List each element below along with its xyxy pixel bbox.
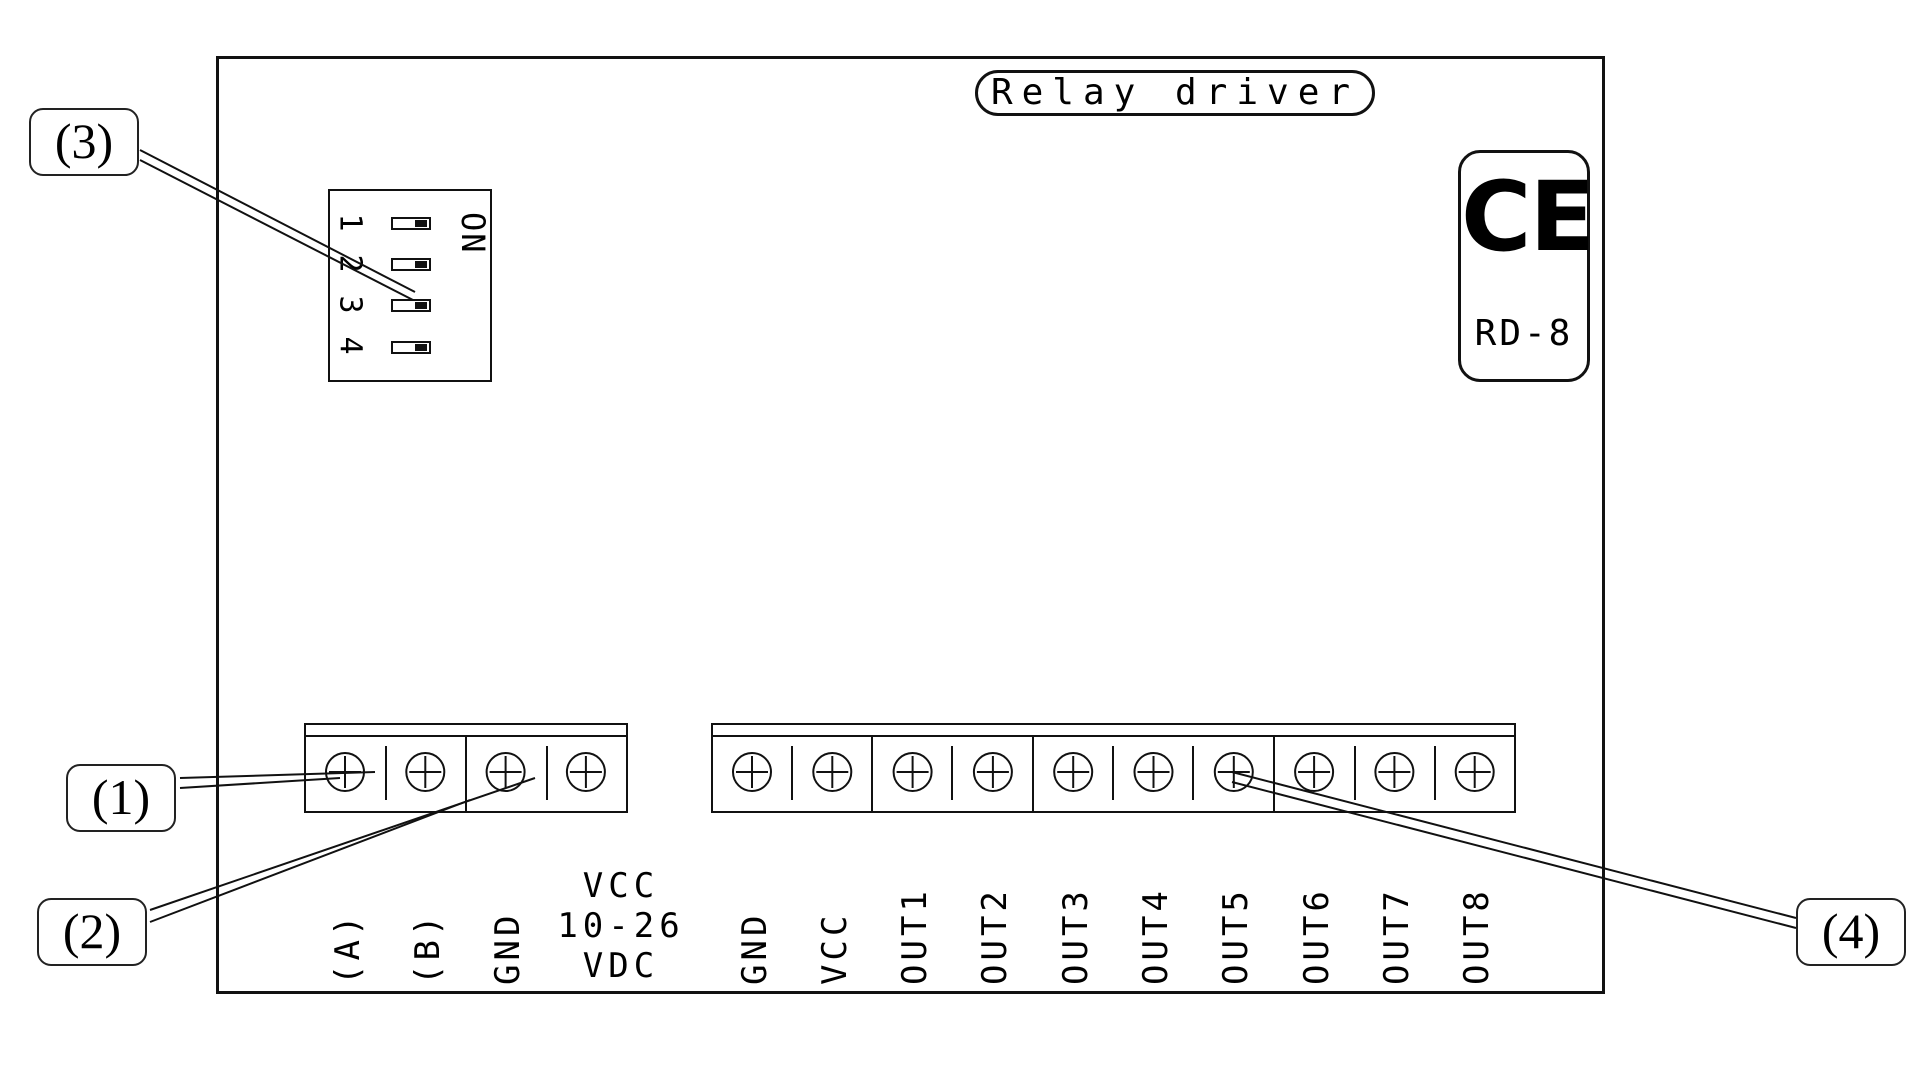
terminal-label-out4: OUT4: [1136, 887, 1176, 985]
terminal-label-out6: OUT6: [1297, 887, 1337, 985]
right-terminal-screw-9-icon: [1374, 752, 1415, 792]
terminal-label-b: (B): [408, 911, 448, 985]
callout-2: (2): [37, 898, 147, 966]
dip-switch-2: [391, 258, 431, 271]
callout-3: (3): [29, 108, 139, 176]
circuit-board-outline: [216, 56, 1605, 994]
right-terminal-screw-3-icon: [892, 752, 933, 792]
leader-lines: [139, 149, 1797, 929]
terminal-label-vcc-range: VCC 10-26 VDC: [538, 866, 704, 986]
vcc-line-3: VDC: [582, 946, 660, 986]
callout-1: (1): [66, 764, 176, 832]
left-terminal-screw-3-icon: [485, 752, 526, 792]
left-terminal-screw-2-icon: [405, 752, 446, 792]
terminal-label-out1: OUT1: [895, 887, 935, 985]
terminal-label-out8: OUT8: [1457, 887, 1497, 985]
right-terminal-screw-2-icon: [812, 752, 853, 792]
dip-switch-4: [391, 341, 431, 354]
relay-driver-label: Relay driver: [975, 70, 1375, 116]
callout-4: (4): [1796, 898, 1906, 966]
terminal-label-out3: OUT3: [1056, 887, 1096, 985]
terminal-label-out5: OUT5: [1216, 887, 1256, 985]
dip-switch-block: [328, 189, 492, 382]
right-terminal-screw-8-icon: [1294, 752, 1335, 792]
right-terminal-screw-4-icon: [972, 752, 1013, 792]
terminal-label-a: (A): [328, 911, 368, 985]
terminal-label-out2: OUT2: [975, 887, 1015, 985]
terminal-label-out7: OUT7: [1377, 887, 1417, 985]
model-number: RD-8: [1474, 313, 1574, 354]
ce-mark-icon: CE: [1461, 161, 1595, 273]
right-terminal-screw-1-icon: [732, 752, 772, 792]
ce-certification-box: CE RD-8: [1458, 150, 1595, 382]
left-terminal-screw-4-icon: [565, 752, 606, 792]
terminal-label-vcc-right: VCC: [815, 911, 855, 985]
right-terminal-screw-5-icon: [1053, 752, 1094, 792]
dip-switch-1: [391, 217, 431, 230]
terminal-label-gnd-left: GND: [488, 911, 528, 985]
vcc-line-1: VCC: [582, 866, 660, 906]
right-terminal-screw-10-icon: [1454, 752, 1495, 792]
right-terminal-screw-6-icon: [1133, 752, 1174, 792]
vcc-line-2: 10-26: [557, 906, 685, 946]
terminal-label-gnd-right: GND: [735, 911, 775, 985]
